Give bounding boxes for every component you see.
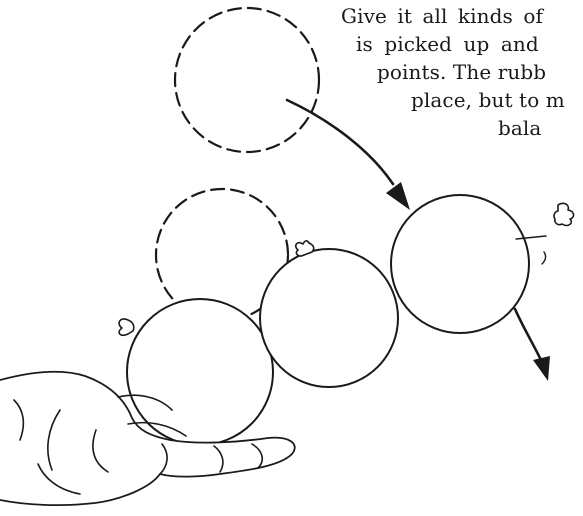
ball-middle <box>259 248 399 388</box>
curved-arrow-head <box>386 182 410 210</box>
body-text-line-2: is picked up and <box>356 32 539 56</box>
down-arrow-head <box>533 356 550 381</box>
ball-left-knot <box>118 318 135 337</box>
ghost-circle-top <box>173 6 321 154</box>
body-text-line-4: place, but to m <box>411 88 565 112</box>
hand-fingers <box>13 394 264 495</box>
ball-middle-knot <box>295 240 315 257</box>
body-text-line-5: bala <box>498 116 542 140</box>
ball-right <box>390 194 530 334</box>
down-arrow-icon <box>513 307 543 362</box>
body-text-line-3: points. The rubb <box>377 60 547 84</box>
ball-right-knot-lines <box>515 235 547 265</box>
body-text-line-1: Give it all kinds of <box>341 4 543 28</box>
ball-right-knot <box>553 202 575 227</box>
curved-arrow-icon <box>285 98 395 186</box>
